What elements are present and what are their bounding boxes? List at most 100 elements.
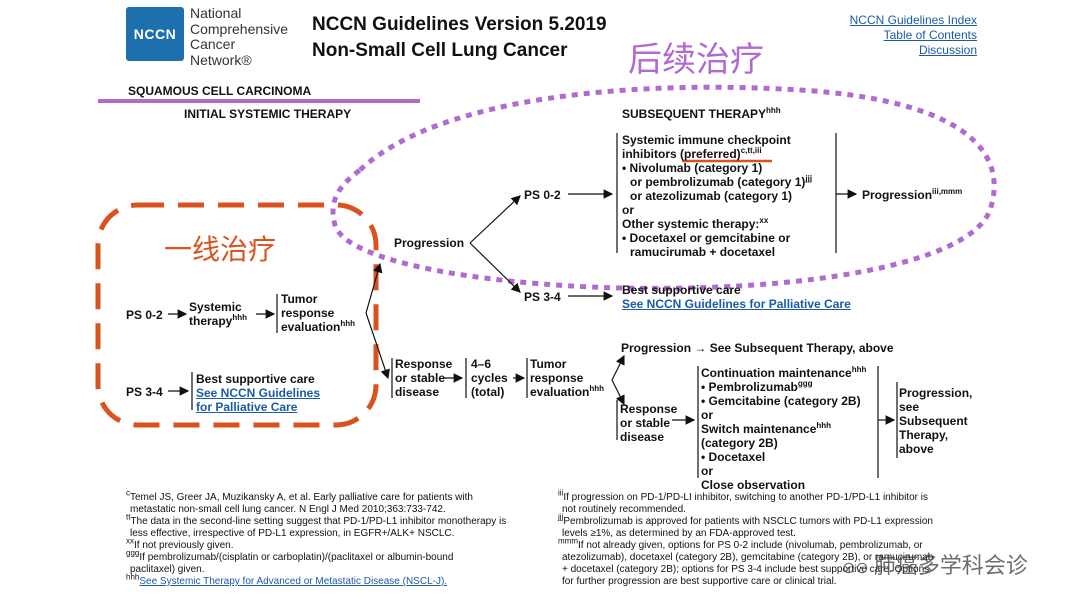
node-text: Therapy, xyxy=(899,428,949,442)
footnote-text: less effective, irrespective of PD-L1 ex… xyxy=(130,528,455,539)
node-text: Other systemic therapy: xyxy=(622,217,760,231)
org-name: National Comprehensive Cancer Network® xyxy=(190,5,289,68)
immune-checkpoint-node: Systemic immune checkpoint inhibitors (p… xyxy=(622,133,813,259)
node-text: evaluation xyxy=(281,320,341,334)
node-text: (category 2B) xyxy=(701,436,778,450)
node-text: Continuation maintenance xyxy=(701,366,852,380)
subsequent-therapy-annotation: 后续治疗 xyxy=(628,40,764,80)
node-text: Response xyxy=(620,402,678,416)
org-name-line: Cancer xyxy=(190,36,236,52)
node-text: Systemic immune checkpoint xyxy=(622,133,791,147)
footnote-text: If not already given, options for PS 0-2… xyxy=(578,540,923,551)
initial-ps02-label: PS 0-2 xyxy=(126,308,163,322)
node-text: response xyxy=(281,306,335,320)
node-text: response xyxy=(530,371,584,385)
node-text: or xyxy=(622,203,634,217)
response-stable-node-2: Response or stable disease xyxy=(620,402,677,444)
title-line-2: Non-Small Cell Lung Cancer xyxy=(312,40,568,61)
node-text: or stable xyxy=(620,416,671,430)
node-text: inhibitors (preferred) xyxy=(622,147,741,161)
subsequent-ps34-label: PS 3-4 xyxy=(524,290,561,304)
org-name-line: Comprehensive xyxy=(190,20,289,37)
node-text: or xyxy=(701,464,713,478)
footnote-text: If not previously given. xyxy=(134,540,234,551)
footnote-text: not routinely recommended. xyxy=(562,504,686,515)
node-text: • Gemcitabine (category 2B) xyxy=(701,394,861,408)
node-text: • Docetaxel or gemcitabine or xyxy=(622,231,791,245)
subsequent-bsc-node: Best supportive care See NCCN Guidelines… xyxy=(622,283,851,311)
node-text: or atezolizumab (category 1) xyxy=(630,189,793,203)
footnote-text: paclitaxel) given. xyxy=(130,564,205,575)
node-text: Best supportive care xyxy=(196,372,315,386)
node-text: therapy xyxy=(189,314,233,328)
initial-therapy-heading: INITIAL SYSTEMIC THERAPY xyxy=(184,107,352,121)
node-text: Tumor xyxy=(281,292,318,306)
footnote-text: for further progression are best support… xyxy=(562,576,837,587)
response-stable-node: Response or stable disease xyxy=(395,357,452,399)
progression-node: Progression xyxy=(394,236,465,250)
palliative-care-link[interactable]: See NCCN Guidelines for Palliative Care xyxy=(622,297,851,311)
node-text: Systemic xyxy=(189,300,242,314)
node-text: Progression xyxy=(862,188,933,202)
node-text: • Nivolumab (category 1) xyxy=(622,161,763,175)
node-text: • Docetaxel xyxy=(701,450,766,464)
node-text: ramucirumab + docetaxel xyxy=(630,245,776,259)
node-text: evaluation xyxy=(530,385,590,399)
node-text: Switch maintenance xyxy=(701,422,817,436)
wechat-watermark: ⊙⊙ 肺癌多学科会诊 xyxy=(842,548,1028,580)
first-line-annotation: 一线治疗 xyxy=(164,233,277,266)
guidelines-index-link[interactable]: NCCN Guidelines Index xyxy=(849,13,977,27)
title-line-1: NCCN Guidelines Version 5.2019 xyxy=(312,14,607,35)
initial-bsc-node: Best supportive care See NCCN Guidelines… xyxy=(196,372,320,414)
node-text: Close observation xyxy=(701,478,806,492)
table-of-contents-link[interactable]: Table of Contents xyxy=(883,28,977,42)
footnote-text: metastatic non-small cell lung cancer. N… xyxy=(130,504,446,515)
node-text: Best supportive care xyxy=(622,283,741,297)
node-text: 4–6 xyxy=(471,357,492,371)
node-text: disease xyxy=(620,430,665,444)
node-text: Progression, xyxy=(899,386,973,400)
org-name-line: National xyxy=(190,5,242,21)
tumor-response-node-2: Tumor response evaluationhhh xyxy=(530,357,605,399)
footnote-text: atezolizumab), docetaxel (category 2B), … xyxy=(562,552,934,563)
node-text: Subsequent xyxy=(899,414,968,428)
subsequent-ps02-label: PS 0-2 xyxy=(524,188,561,202)
node-text: disease xyxy=(395,385,440,399)
palliative-care-link[interactable]: See NCCN Guidelines xyxy=(196,386,321,400)
footnote-text: Pembrolizumab is approved for patients w… xyxy=(563,516,933,527)
node-text: or stable xyxy=(395,371,446,385)
node-text: (total) xyxy=(471,385,505,399)
node-text: • Pembrolizumab xyxy=(701,380,798,394)
discussion-link[interactable]: Discussion xyxy=(918,43,977,57)
section-title: SQUAMOUS CELL CARCINOMA xyxy=(128,84,312,98)
watermark-text: 肺癌多学科会诊 xyxy=(873,554,1028,579)
heading-text: SUBSEQUENT THERAPY xyxy=(622,107,767,121)
node-text: see xyxy=(899,400,920,414)
footnotes-left: cTemel JS, Greer JA, Muzikansky A, et al… xyxy=(126,489,546,588)
progression-see-subsequent: Progression → See Subsequent Therapy, ab… xyxy=(621,341,894,355)
footnote-text: levels ≥1%, as determined by an FDA-appr… xyxy=(562,528,796,539)
footnote-text: If pembrolizumab/(cisplatin or carboplat… xyxy=(139,552,454,563)
cycles-node: 4–6 cycles (total) xyxy=(471,357,508,399)
systemic-therapy-link[interactable]: See Systemic Therapy for Advanced or Met… xyxy=(139,576,448,587)
palliative-care-link[interactable]: for Palliative Care xyxy=(196,400,298,414)
footnote-text: If progression on PD-1/PD-LI inhibitor, … xyxy=(563,492,928,503)
subsequent-ellipse xyxy=(330,84,997,291)
node-text: or xyxy=(701,408,713,422)
wechat-icon: ⊙⊙ xyxy=(842,558,874,577)
footnote-text: + docetaxel (category 2B); options for P… xyxy=(562,564,930,575)
node-text: above xyxy=(899,442,934,456)
footnote-text: Temel JS, Greer JA, Muzikansky A, et al.… xyxy=(130,492,473,503)
nccn-logo: NCCN xyxy=(126,7,184,61)
node-text: Response xyxy=(395,357,453,371)
footnotes-right: iiiIf progression on PD-1/PD-LI inhibito… xyxy=(558,489,968,588)
footnote-text: The data in the second-line setting sugg… xyxy=(130,516,507,527)
first-line-box xyxy=(95,202,379,428)
node-text: or pembrolizumab (category 1) xyxy=(630,175,806,189)
maintenance-node: Continuation maintenancehhh • Pembrolizu… xyxy=(701,365,867,493)
node-text: Tumor xyxy=(530,357,567,371)
node-text: cycles xyxy=(471,371,508,385)
final-progression-node: Progression, see Subsequent Therapy, abo… xyxy=(899,386,972,456)
initial-ps34-label: PS 3-4 xyxy=(126,385,163,399)
